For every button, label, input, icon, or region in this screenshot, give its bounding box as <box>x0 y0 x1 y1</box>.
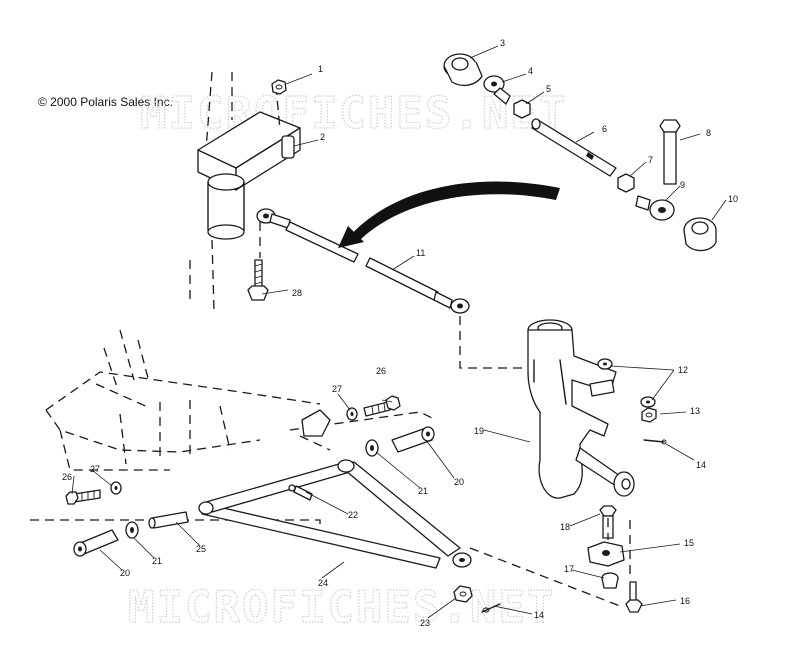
callout-28: 28 <box>292 288 302 298</box>
callout-27-upper: 27 <box>332 384 342 394</box>
callout-1: 1 <box>318 64 323 74</box>
rod-end-part-4 <box>483 75 511 105</box>
frame-section <box>45 329 437 471</box>
callout-14: 14 <box>696 460 706 470</box>
callout-18: 18 <box>560 522 570 532</box>
bolt-part-26-upper <box>363 395 401 417</box>
callout-25: 25 <box>196 544 206 554</box>
washer-part-21-right <box>365 439 379 457</box>
cotter-pin-part-14-bottom <box>481 603 501 613</box>
copyright-text: © 2000 Polaris Sales Inc. <box>38 95 173 109</box>
callout-11: 11 <box>416 248 425 258</box>
callout-12: 12 <box>678 365 688 375</box>
callout-17: 17 <box>564 564 574 574</box>
callout-27-left: 27 <box>90 464 100 474</box>
callout-8: 8 <box>706 128 711 138</box>
sleeve-part-25 <box>148 511 189 529</box>
callout-24: 24 <box>318 578 328 588</box>
callout-7: 7 <box>648 155 653 165</box>
callout-26-upper: 26 <box>376 366 386 376</box>
callout-14-bottom: 14 <box>534 610 544 620</box>
bushing-part-3 <box>443 53 483 87</box>
callout-22: 22 <box>348 510 358 520</box>
a-arm-part-24 <box>198 459 472 569</box>
cotter-pin-part-14 <box>643 439 667 445</box>
callout-20-left: 20 <box>120 568 130 578</box>
frame-bracket <box>301 409 331 437</box>
callout-numbers: 1 2 3 4 5 6 7 8 9 10 11 12 13 14 15 16 1… <box>62 38 738 628</box>
washer-part-27-upper <box>346 407 358 421</box>
bushing-part-10 <box>683 217 717 252</box>
callout-9: 9 <box>680 180 685 190</box>
bolt-part-26-left <box>65 489 101 505</box>
watermark-bottom: MICROFICHES.NET <box>128 582 555 633</box>
callout-4: 4 <box>528 66 533 76</box>
bushing-part-20-right <box>391 426 435 453</box>
jam-nut-part-5 <box>513 99 531 119</box>
bushing-part-17 <box>601 572 619 589</box>
callout-16: 16 <box>680 596 690 606</box>
washer-part-27-left <box>110 481 122 495</box>
leader-lines <box>71 45 727 619</box>
tie-rod-tube-part-6 <box>531 118 617 177</box>
callout-10: 10 <box>728 194 738 204</box>
bolt-part-28 <box>247 222 269 301</box>
grease-fitting-part-22 <box>288 484 313 501</box>
bushing-part-20-left <box>73 529 119 557</box>
direction-arrow <box>338 181 560 248</box>
callout-21-right: 21 <box>418 486 428 496</box>
callout-6: 6 <box>602 124 607 134</box>
callout-21-left: 21 <box>152 556 162 566</box>
callout-19: 19 <box>474 426 484 436</box>
washer-part-21-left <box>125 521 139 539</box>
nut-part-23 <box>453 585 473 603</box>
tie-rod-part-11 <box>256 208 470 314</box>
jam-nut-part-7 <box>617 173 635 193</box>
nut-part-1 <box>271 79 287 95</box>
callout-2: 2 <box>320 132 325 142</box>
washers-part-12 <box>597 358 656 408</box>
watermark-top: MICROFICHES.NET <box>140 88 567 139</box>
callout-15: 15 <box>684 538 694 548</box>
callout-13: 13 <box>690 406 700 416</box>
plate-part-15 <box>587 541 625 567</box>
callout-20-right: 20 <box>454 477 464 487</box>
steering-post <box>189 71 301 311</box>
spindle-part-19 <box>527 319 635 499</box>
nut-part-13 <box>641 407 657 423</box>
bolt-part-16 <box>625 581 643 613</box>
callout-5: 5 <box>546 84 551 94</box>
callout-3: 3 <box>500 38 505 48</box>
rod-end-part-9 <box>635 195 675 221</box>
bolt-part-8 <box>659 119 681 185</box>
callout-23: 23 <box>420 618 430 628</box>
callout-26-left: 26 <box>62 472 72 482</box>
